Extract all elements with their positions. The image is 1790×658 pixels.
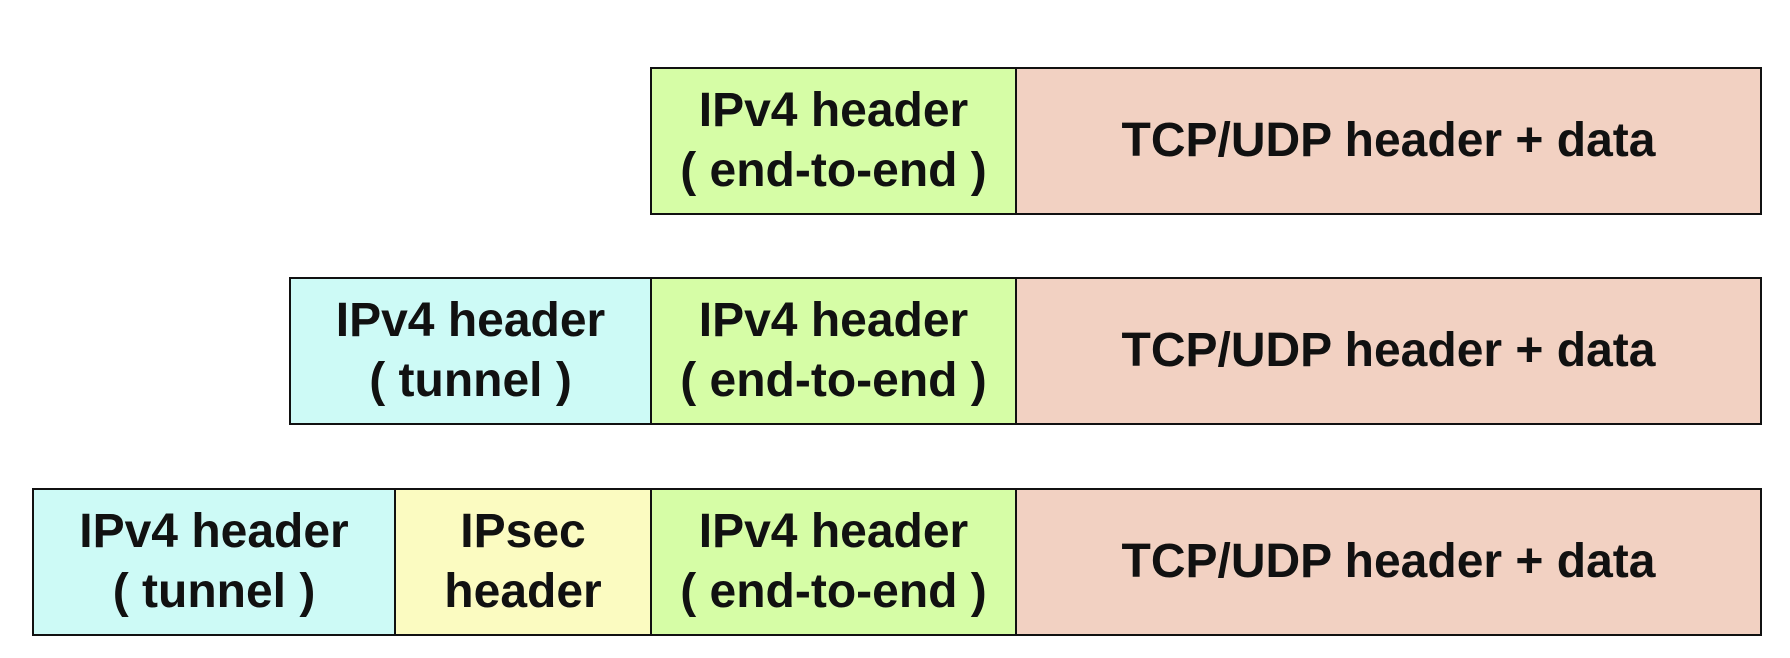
header-label: IPv4 header [698,294,969,347]
end-to-end-ipv4-header-box: IPv4 header ( end-to-end ) [650,67,1017,215]
header-sublabel: ( end-to-end ) [680,565,987,618]
header-sublabel: ( tunnel ) [112,565,316,618]
header-label: IPv4 header [698,505,969,558]
payload-box: TCP/UDP header + data [1015,67,1762,215]
tunnel-ipv4-header-box: IPv4 header ( tunnel ) [289,277,652,425]
header-label: IPv4 header [698,84,969,137]
ipsec-header-box: IPsec header [394,488,652,636]
header-label: IPv4 header [335,294,606,347]
header-sublabel: ( end-to-end ) [680,354,987,407]
header-sublabel: ( tunnel ) [369,354,572,407]
header-sublabel: ( end-to-end ) [680,144,987,197]
tunnel-ipv4-header-box: IPv4 header ( tunnel ) [32,488,396,636]
payload-label: TCP/UDP header + data [1121,114,1656,167]
payload-box: TCP/UDP header + data [1015,277,1762,425]
header-label: IPv4 header [79,505,349,558]
payload-box: TCP/UDP header + data [1015,488,1762,636]
header-sublabel: header [444,565,602,618]
end-to-end-ipv4-header-box: IPv4 header ( end-to-end ) [650,488,1017,636]
payload-label: TCP/UDP header + data [1121,324,1656,377]
end-to-end-ipv4-header-box: IPv4 header ( end-to-end ) [650,277,1017,425]
header-label: IPsec [460,505,586,558]
payload-label: TCP/UDP header + data [1121,535,1656,588]
